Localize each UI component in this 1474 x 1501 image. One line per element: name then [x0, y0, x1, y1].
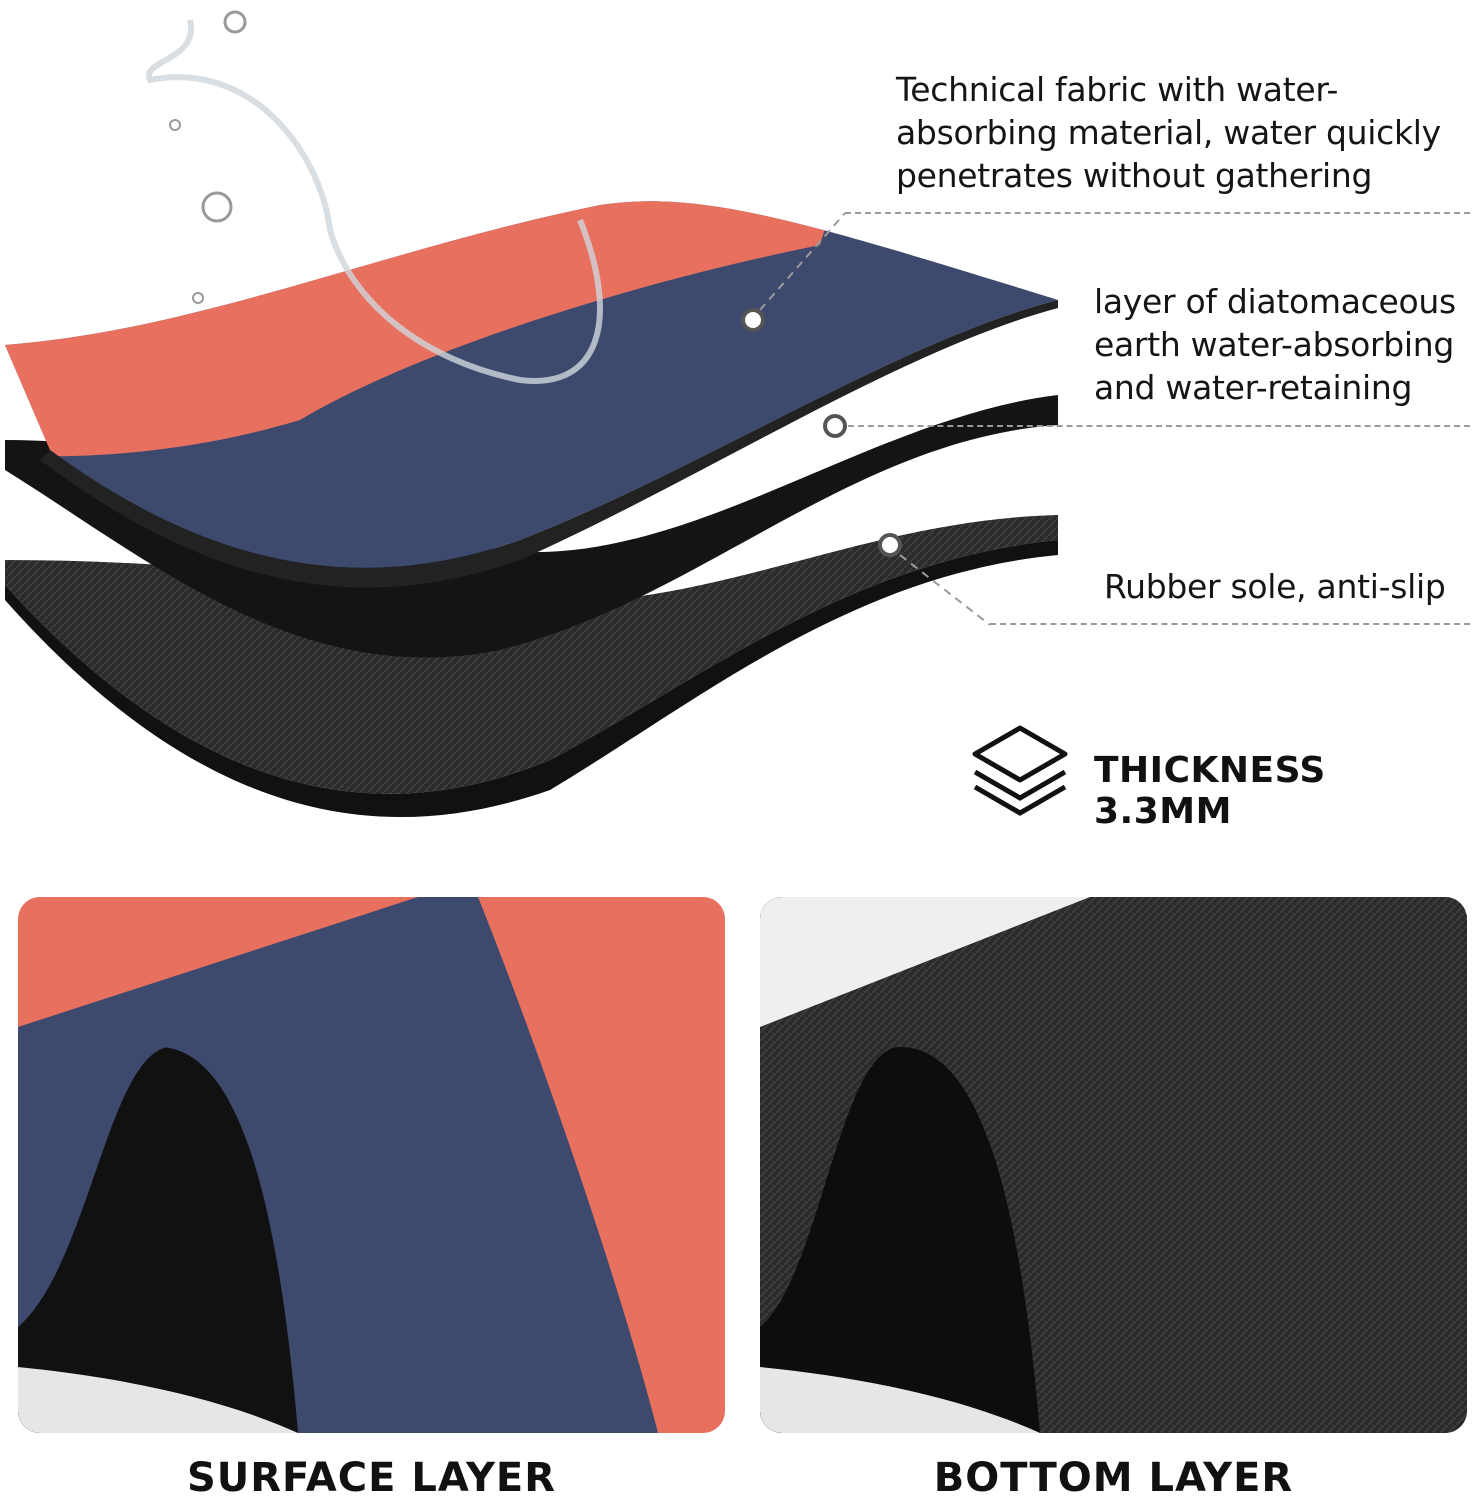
rubber-leader	[990, 623, 1470, 625]
rubber-callout: Rubber sole, anti-slip	[1104, 567, 1446, 606]
bottom-layer-photo	[760, 897, 1467, 1433]
layers-icon	[972, 725, 1068, 816]
layers-illustration	[5, 10, 1058, 818]
rubber-marker	[878, 533, 902, 557]
diatom-line-3: and water-retaining	[1094, 368, 1413, 407]
fabric-line-2: absorbing material, water quickly	[896, 113, 1441, 152]
fabric-leader	[845, 212, 1470, 214]
diatom-line-1: layer of diatomaceous	[1094, 282, 1456, 321]
surface-layer-caption: SURFACE LAYER	[186, 1455, 557, 1501]
fabric-marker	[741, 308, 765, 332]
surface-layer-photo	[18, 897, 725, 1433]
fabric-line-3: penetrates without gathering	[896, 156, 1373, 195]
fabric-line-1: Technical fabric with water-	[896, 70, 1339, 109]
diatomaceous-layer	[5, 395, 1058, 658]
diatom-line-2: earth water-absorbing	[1094, 325, 1455, 364]
bottom-layer-caption: BOTTOM LAYER	[933, 1455, 1294, 1501]
thickness-label: THICKNESS 3.3MM	[1094, 750, 1326, 832]
diatom-marker	[823, 414, 847, 438]
diatom-leader	[848, 425, 1470, 427]
fabric-callout: Technical fabric with water- absorbing m…	[896, 68, 1441, 197]
diatom-callout: layer of diatomaceous earth water-absorb…	[1094, 280, 1456, 409]
